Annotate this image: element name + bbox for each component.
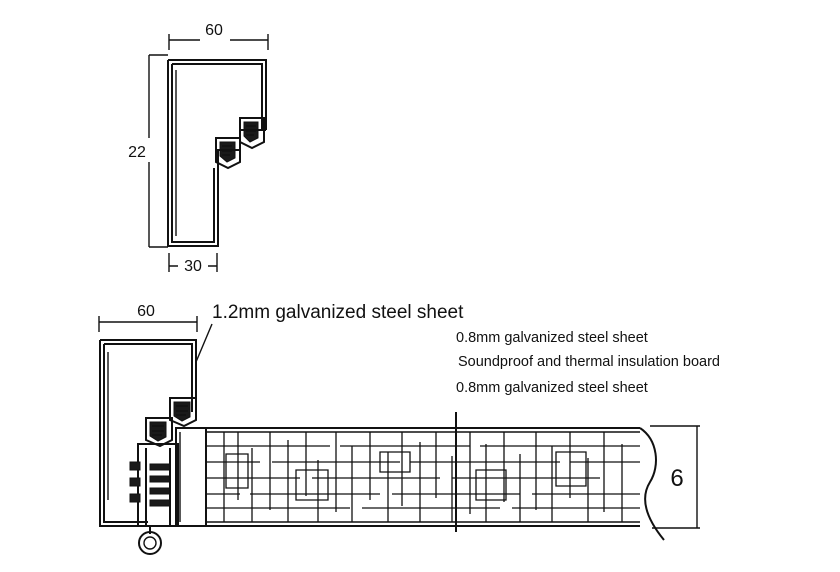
- frame-sheet-label: 1.2mm galvanized steel sheet: [212, 302, 464, 323]
- frame-outline: [99, 340, 148, 527]
- profile-top-inner: [172, 63, 263, 130]
- door-panel: [206, 412, 665, 541]
- profile-outline: [167, 60, 219, 247]
- dim-top-width-label: 60: [205, 22, 223, 39]
- bottom-assembly-section: 60 1.2mm galvanized steel sheet: [98, 300, 720, 555]
- hinge-assembly: [129, 443, 179, 534]
- leader-line-frame-sheet: [195, 323, 213, 363]
- dim-panel-thickness-label: 6: [670, 465, 683, 492]
- dim-label-mask: [200, 30, 230, 48]
- frame-top: [100, 339, 197, 412]
- seal-gasket-upper: [239, 117, 265, 150]
- dim-label-mask: [178, 256, 208, 274]
- panel-layer-label-core: Soundproof and thermal insulation board: [458, 354, 720, 370]
- hinge-knuckle: [138, 531, 162, 555]
- dim-bottom-width-label: 30: [184, 258, 202, 275]
- profile-step: [217, 149, 240, 168]
- dim-height-label: 22: [128, 144, 146, 161]
- seal-gasket-lower: [145, 417, 173, 448]
- frame-top-inner: [104, 343, 193, 412]
- door-leaf-edge: [175, 427, 207, 527]
- profile-top: [168, 59, 267, 130]
- panel-layer-label-outer: 0.8mm galvanized steel sheet: [456, 330, 648, 346]
- panel-break-line: [639, 427, 665, 541]
- panel-layer-label-inner: 0.8mm galvanized steel sheet: [456, 380, 648, 396]
- top-frame-profile: 60 22 30: [125, 22, 269, 275]
- insulation-board-hatch: [206, 432, 640, 522]
- dim-label-mask: [130, 300, 164, 318]
- seal-gasket-lower: [215, 137, 241, 170]
- dim-label-mask: [125, 138, 157, 162]
- seal-gasket-upper: [169, 397, 197, 428]
- dim-frame-width-label: 60: [137, 303, 155, 320]
- frame-inner: [103, 344, 148, 523]
- profile-inner: [171, 64, 215, 243]
